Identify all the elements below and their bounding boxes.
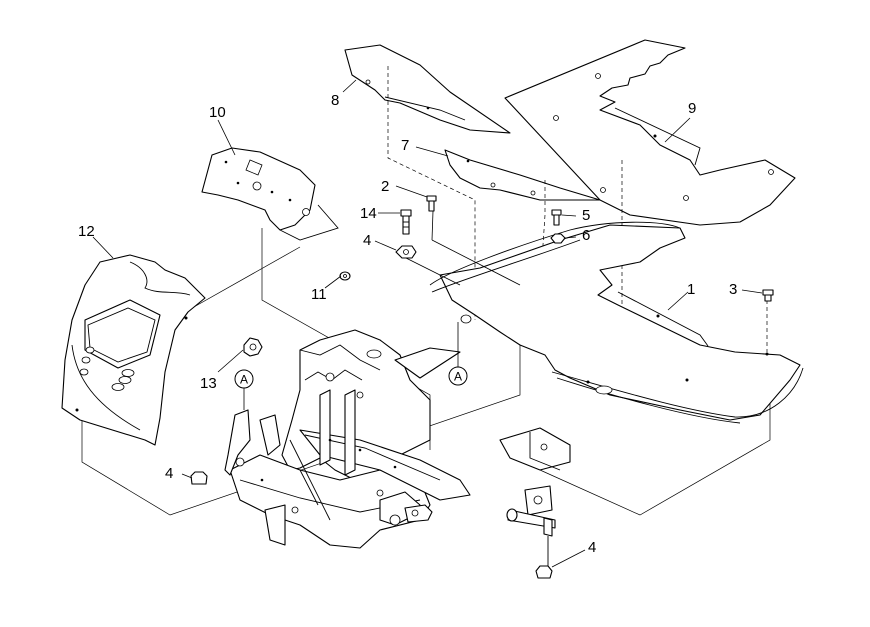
- main-frame: [224, 329, 471, 549]
- console-cover-12: [61, 254, 206, 446]
- callout-9: 9: [688, 100, 696, 117]
- nut-4-upper: [395, 245, 417, 259]
- svg-text:A: A: [240, 373, 248, 387]
- callout-4-bottom: 4: [588, 539, 596, 556]
- reference-mark-a-center: A: [448, 366, 468, 386]
- bolt-14: [400, 209, 412, 235]
- bolt-5: [551, 209, 562, 226]
- svg-text:A: A: [454, 370, 462, 384]
- clip-11: [339, 271, 351, 281]
- callout-14: 14: [360, 205, 377, 222]
- nut-4-left: [190, 471, 208, 485]
- callout-4-left: 4: [165, 465, 173, 482]
- cover-plate-9: [504, 39, 796, 226]
- knob-13: [243, 337, 263, 357]
- callout-2: 2: [381, 178, 389, 195]
- hardware: [190, 195, 774, 579]
- callout-4-upper: 4: [363, 232, 371, 249]
- callout-10: 10: [209, 104, 226, 121]
- reference-mark-a-left: A: [234, 369, 254, 389]
- callout-7: 7: [401, 137, 409, 154]
- flat-panel-7: [444, 149, 601, 201]
- screw-3: [762, 289, 774, 302]
- callout-8: 8: [331, 92, 339, 109]
- callout-6: 6: [582, 227, 590, 244]
- screw-2: [426, 195, 437, 212]
- curved-panel-8: [344, 44, 511, 134]
- callout-1: 1: [687, 281, 695, 298]
- callout-13: 13: [200, 375, 217, 392]
- callout-11: 11: [311, 286, 327, 303]
- callouts: 1 2 3 4 4 4 5 6 7 8 9 10 11 12 13 14: [78, 92, 737, 556]
- leader-lines: [92, 79, 763, 568]
- bracket-10: [201, 147, 339, 241]
- rear-mount: [499, 427, 571, 566]
- callout-3: 3: [729, 281, 737, 298]
- support-plate-1: [429, 221, 804, 424]
- callout-12: 12: [78, 223, 95, 240]
- reference-marks: A A: [234, 366, 468, 389]
- nut-4-bottom: [535, 565, 553, 579]
- callout-5: 5: [582, 207, 590, 224]
